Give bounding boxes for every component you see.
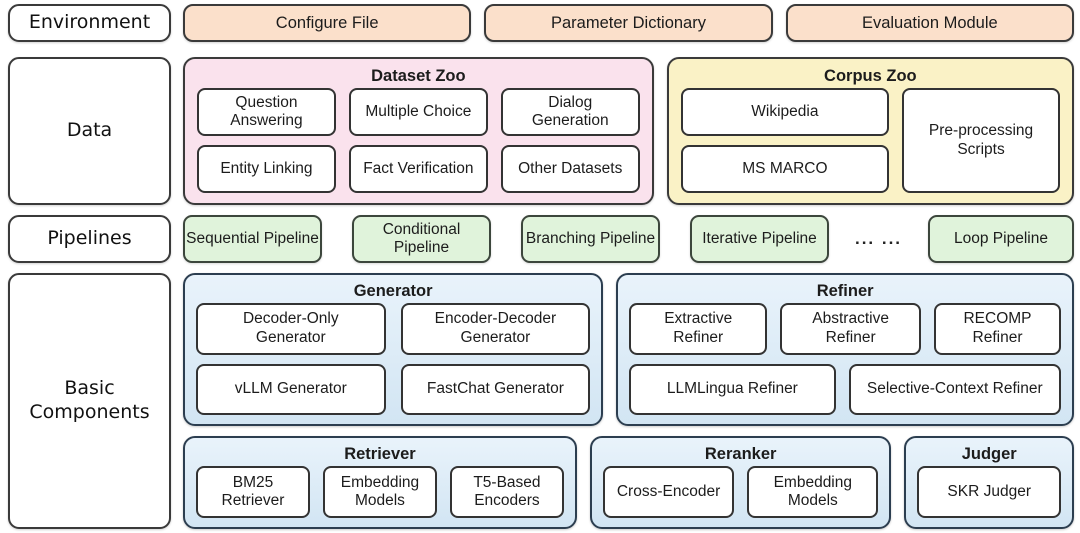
components-top-row: Generator Decoder-Only Generator Encoder… — [183, 273, 1074, 426]
refiner-item-abstractive: Abstractive Refiner — [780, 303, 922, 355]
refiner-row-2: LLMLingua Refiner Selective-Context Refi… — [629, 363, 1061, 415]
corpus-zoo-panel: Corpus Zoo Wikipedia Pre-processing Scri… — [666, 57, 1074, 205]
dataset-item-multiple-choice: Multiple Choice — [348, 88, 488, 136]
dataset-zoo-grid: Question Answering Multiple Choice Dialo… — [197, 88, 640, 193]
generator-item-decoder-only: Decoder-Only Generator — [196, 303, 386, 355]
generator-grid: Decoder-Only Generator Encoder-Decoder G… — [196, 303, 591, 415]
corpus-zoo-grid: Wikipedia Pre-processing Scripts MS MARC… — [680, 88, 1060, 193]
judger-grid: SKR Judger — [917, 466, 1061, 518]
retriever-item-embedding-models: Embedding Models — [322, 466, 437, 518]
row-label-basic-components: Basic Components — [8, 273, 171, 529]
pipeline-branching: Branching Pipeline — [521, 215, 660, 263]
dataset-zoo-title: Dataset Zoo — [371, 66, 466, 85]
corpus-item-preprocessing-scripts: Pre-processing Scripts — [902, 88, 1060, 193]
data-row: Data Dataset Zoo Question Answering Mult… — [8, 57, 1074, 205]
box-configure-file: Configure File — [183, 4, 472, 42]
generator-item-fastchat: FastChat Generator — [400, 363, 591, 415]
refiner-item-extractive: Extractive Refiner — [629, 303, 768, 355]
refiner-grid: Extractive Refiner Abstractive Refiner R… — [629, 303, 1061, 415]
generator-item-encoder-decoder: Encoder-Decoder Generator — [400, 303, 591, 355]
retriever-item-bm25: BM25 Retriever — [196, 466, 310, 518]
environment-row: Environment Configure File Parameter Dic… — [8, 4, 1074, 42]
box-evaluation-module: Evaluation Module — [785, 4, 1074, 42]
components-row: Basic Components Generator Decoder-Only … — [8, 273, 1074, 529]
box-parameter-dictionary: Parameter Dictionary — [484, 4, 773, 42]
dataset-zoo-panel: Dataset Zoo Question Answering Multiple … — [183, 57, 654, 205]
refiner-item-selective-context: Selective-Context Refiner — [848, 363, 1061, 415]
retriever-item-t5-encoders: T5-Based Encoders — [449, 466, 564, 518]
judger-item-skr: SKR Judger — [917, 466, 1061, 518]
judger-title: Judger — [961, 444, 1017, 463]
pipeline-spacer — [504, 215, 508, 263]
refiner-panel: Refiner Extractive Refiner Abstractive R… — [616, 273, 1074, 426]
refiner-item-recomp: RECOMP Refiner — [934, 303, 1061, 355]
dataset-item-fact-verification: Fact Verification — [348, 145, 488, 193]
refiner-row-1: Extractive Refiner Abstractive Refiner R… — [629, 303, 1061, 355]
data-panels: Dataset Zoo Question Answering Multiple … — [183, 57, 1074, 205]
generator-title: Generator — [353, 281, 433, 300]
row-label-environment: Environment — [8, 4, 171, 42]
pipeline-spacer — [335, 215, 339, 263]
reranker-panel: Reranker Cross-Encoder Embedding Models — [589, 436, 892, 529]
pipeline-sequential: Sequential Pipeline — [183, 215, 322, 263]
judger-panel: Judger SKR Judger — [904, 436, 1074, 529]
pipeline-boxes: Sequential Pipeline Conditional Pipeline… — [183, 215, 1074, 263]
row-label-pipelines: Pipelines — [8, 215, 171, 263]
generator-item-vllm: vLLM Generator — [196, 363, 386, 415]
retriever-panel: Retriever BM25 Retriever Embedding Model… — [183, 436, 577, 529]
pipeline-loop: Loop Pipeline — [928, 215, 1074, 263]
corpus-item-wikipedia: Wikipedia — [680, 88, 890, 136]
dataset-item-entity-linking: Entity Linking — [197, 145, 336, 193]
dataset-item-other-datasets: Other Datasets — [500, 145, 640, 193]
row-label-data: Data — [8, 57, 171, 205]
components-area: Generator Decoder-Only Generator Encoder… — [183, 273, 1074, 529]
row-label-environment-text: Environment — [28, 11, 151, 34]
environment-boxes: Configure File Parameter Dictionary Eval… — [183, 4, 1074, 42]
row-label-basic-components-text: Basic Components — [29, 377, 150, 423]
corpus-zooo-title: Corpus Zoo — [824, 66, 917, 85]
refiner-item-llmlingua: LLMLingua Refiner — [629, 363, 836, 415]
reranker-title: Reranker — [704, 444, 777, 463]
pipeline-spacer — [673, 215, 677, 263]
dataset-item-question-answering: Question Answering — [197, 88, 336, 136]
refiner-title: Refiner — [816, 281, 874, 300]
reranker-grid: Cross-Encoder Embedding Models — [602, 466, 879, 518]
retriever-title: Retriever — [344, 444, 416, 463]
pipeline-iterative: Iterative Pipeline — [690, 215, 829, 263]
pipelines-row: Pipelines Sequential Pipeline Conditiona… — [8, 215, 1074, 263]
row-label-pipelines-text: Pipelines — [47, 227, 132, 250]
corpus-item-ms-marco: MS MARCO — [680, 145, 890, 193]
reranker-item-embedding-models: Embedding Models — [747, 466, 879, 518]
retriever-grid: BM25 Retriever Embedding Models T5-Based… — [196, 466, 564, 518]
components-bottom-row: Retriever BM25 Retriever Embedding Model… — [183, 436, 1074, 529]
row-label-data-text: Data — [66, 119, 113, 142]
reranker-item-cross-encoder: Cross-Encoder — [602, 466, 735, 518]
pipeline-ellipsis: ... ... — [854, 229, 903, 248]
dataset-item-dialog-generation: Dialog Generation — [500, 88, 640, 136]
generator-panel: Generator Decoder-Only Generator Encoder… — [183, 273, 604, 426]
pipeline-conditional: Conditional Pipeline — [352, 215, 491, 263]
